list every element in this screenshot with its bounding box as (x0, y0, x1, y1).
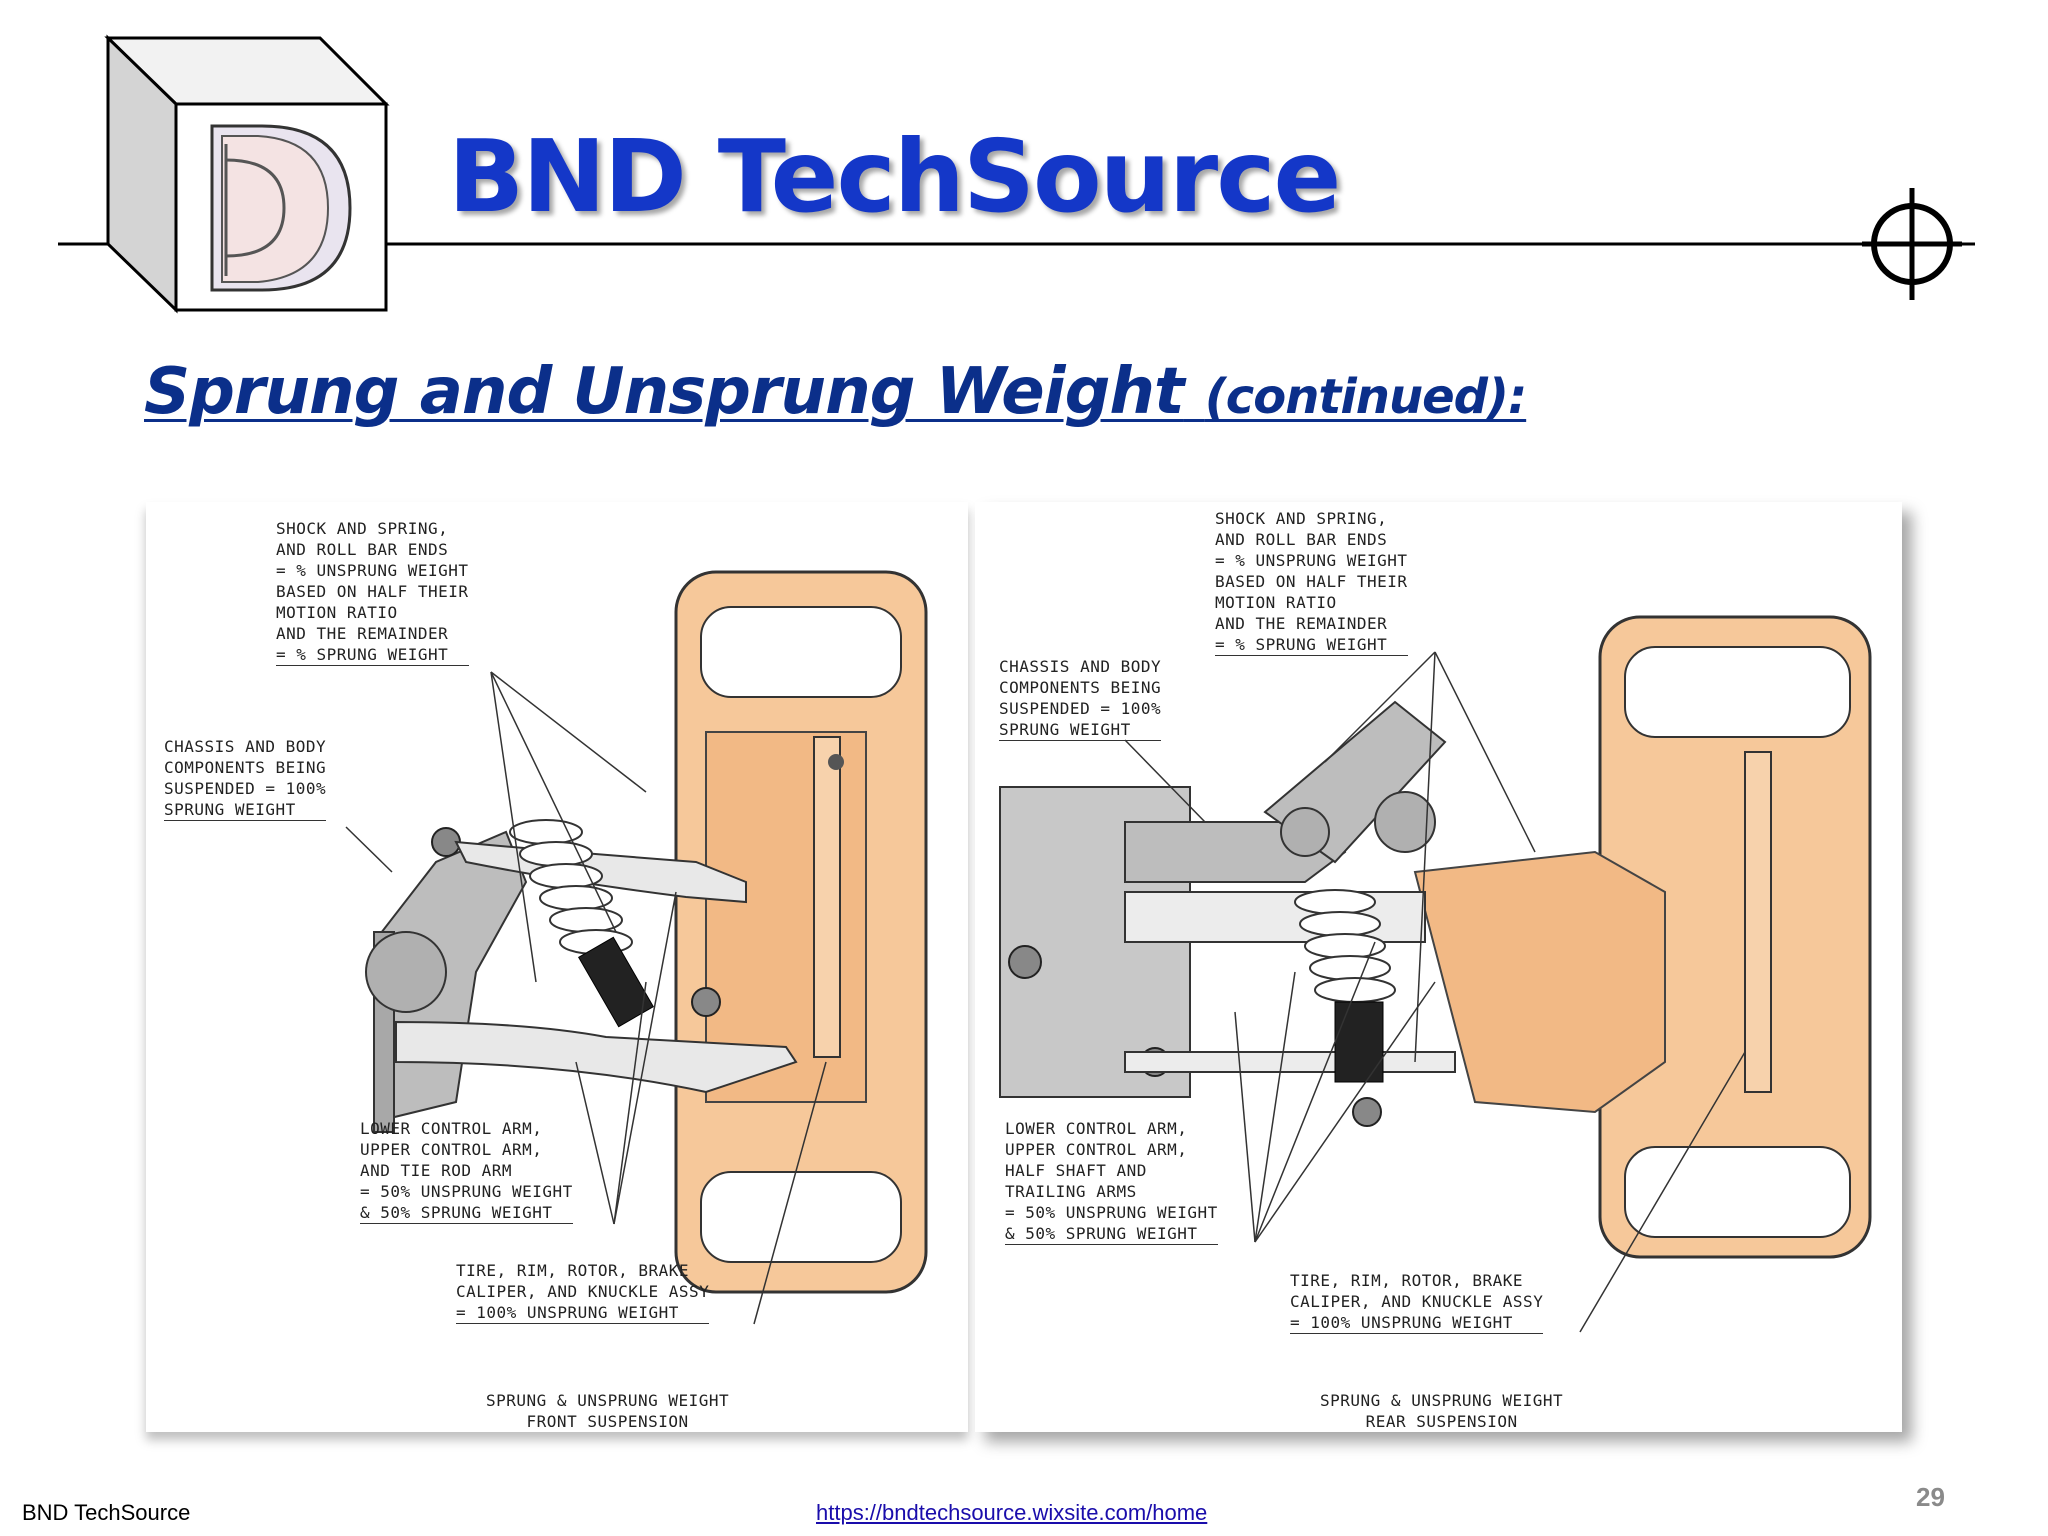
figure-caption-rear: SPRUNG & UNSPRUNG WEIGHT REAR SUSPENSION (1320, 1391, 1564, 1431)
label-control-arms: LOWER CONTROL ARM, UPPER CONTROL ARM, AN… (360, 1119, 573, 1224)
slide-subtitle: Sprung and Unsprung Weight (continued): (144, 355, 1527, 429)
page-title: BND TechSource (448, 118, 1341, 235)
footer-website-link[interactable]: https://bndtechsource.wixsite.com/home (816, 1500, 1208, 1525)
crosshair-icon (1862, 188, 1962, 300)
label-chassis-body: CHASSIS AND BODY COMPONENTS BEING SUSPEN… (999, 657, 1162, 741)
label-tire-rim: TIRE, RIM, ROTOR, BRAKE CALIPER, AND KNU… (456, 1261, 710, 1324)
cube-logo (104, 34, 390, 314)
header-graphics (58, 34, 1975, 314)
label-tire-rim: TIRE, RIM, ROTOR, BRAKE CALIPER, AND KNU… (1290, 1271, 1544, 1334)
label-control-arms: LOWER CONTROL ARM, UPPER CONTROL ARM, HA… (1005, 1119, 1218, 1245)
label-chassis-body: CHASSIS AND BODY COMPONENTS BEING SUSPEN… (164, 737, 327, 821)
subtitle-main: Sprung and Unsprung Weight (144, 355, 1185, 429)
page-number: 29 (1916, 1482, 1945, 1512)
label-shock-spring: SHOCK AND SPRING, AND ROLL BAR ENDS = % … (276, 519, 469, 666)
front-suspension-drawing (345, 570, 928, 1325)
label-shock-spring: SHOCK AND SPRING, AND ROLL BAR ENDS = % … (1215, 509, 1408, 656)
rear-suspension-figure: SHOCK AND SPRING, AND ROLL BAR ENDS = % … (975, 502, 1902, 1432)
subtitle-suffix: (continued): (1204, 369, 1527, 425)
front-suspension-figure: SHOCK AND SPRING, AND ROLL BAR ENDS = % … (146, 502, 968, 1432)
rear-suspension-drawing (999, 615, 1872, 1333)
footer-brand: BND TechSource (22, 1500, 191, 1525)
figure-caption-front: SPRUNG & UNSPRUNG WEIGHT FRONT SUSPENSIO… (486, 1391, 730, 1431)
